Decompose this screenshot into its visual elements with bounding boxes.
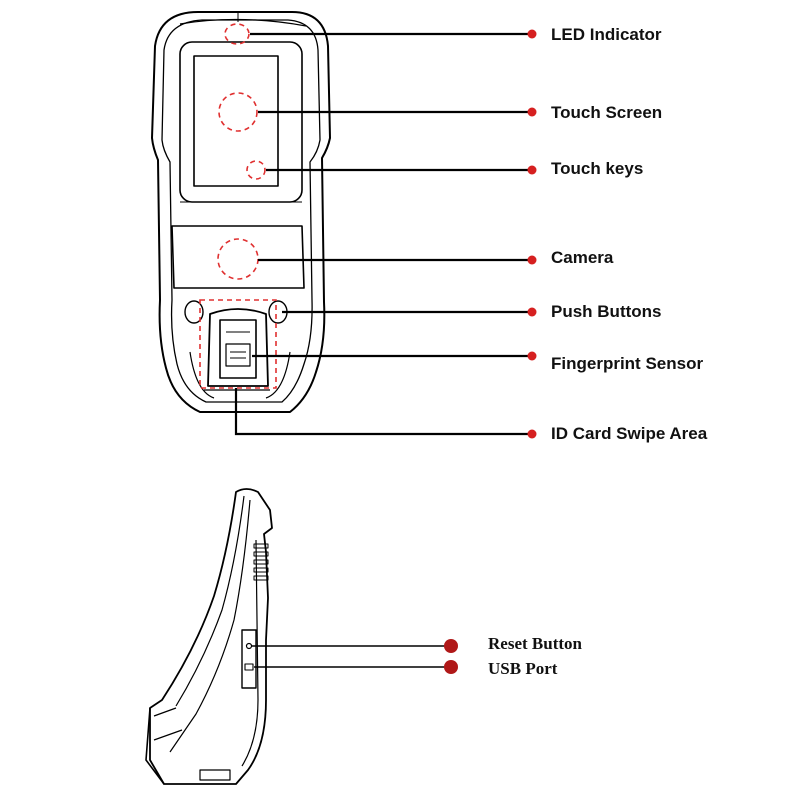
- label-fingerprint-sensor: Fingerprint Sensor: [551, 354, 704, 373]
- touch-keys-highlight: [246, 160, 266, 180]
- callout-dot: [527, 107, 537, 117]
- device-inner-body: [161, 19, 321, 403]
- label-reset-button: Reset Button: [488, 634, 582, 653]
- vent-slots: [253, 543, 269, 581]
- label-led-indicator: LED Indicator: [551, 25, 662, 44]
- callout-dot: [527, 351, 537, 361]
- side-view-device: [145, 488, 273, 785]
- label-camera: Camera: [551, 248, 614, 267]
- side-leader-lines: [252, 645, 448, 668]
- fingerprint-housing: [207, 308, 269, 387]
- screen-panel: [193, 55, 279, 187]
- callout-dot: [444, 660, 458, 674]
- fingerprint-highlight: [199, 299, 277, 389]
- usb-port-slot: [244, 663, 254, 671]
- callout-dot: [527, 255, 537, 265]
- label-id-card-swipe-area: ID Card Swipe Area: [551, 424, 708, 443]
- reset-button-hole: [245, 642, 253, 650]
- front-callout-dots: [527, 29, 537, 439]
- top-rim: [179, 18, 307, 27]
- label-usb-port: USB Port: [488, 659, 558, 678]
- callout-dot: [444, 639, 458, 653]
- port-panel: [241, 629, 257, 689]
- callout-dot: [527, 29, 537, 39]
- camera-highlight: [217, 238, 259, 280]
- callout-dot: [527, 307, 537, 317]
- front-highlights: [199, 23, 277, 389]
- screen-bezel: [179, 41, 303, 203]
- front-leader-lines: [234, 32, 532, 436]
- callout-dot: [527, 429, 537, 439]
- push-button-left: [184, 300, 204, 324]
- camera-panel: [171, 225, 305, 289]
- front-view-device: [151, 11, 331, 413]
- side-silhouette: [149, 488, 273, 785]
- fingerprint-glass: [219, 319, 257, 379]
- side-callout-dots: [444, 639, 458, 674]
- label-touch-screen: Touch Screen: [551, 103, 663, 122]
- label-touch-keys: Touch keys: [551, 159, 644, 178]
- device-outer-body: [151, 11, 331, 413]
- callout-dot: [527, 165, 537, 175]
- side-base: [145, 707, 165, 785]
- label-push-buttons: Push Buttons: [551, 302, 662, 321]
- touch-screen-highlight: [218, 92, 258, 132]
- led-highlight: [224, 23, 250, 45]
